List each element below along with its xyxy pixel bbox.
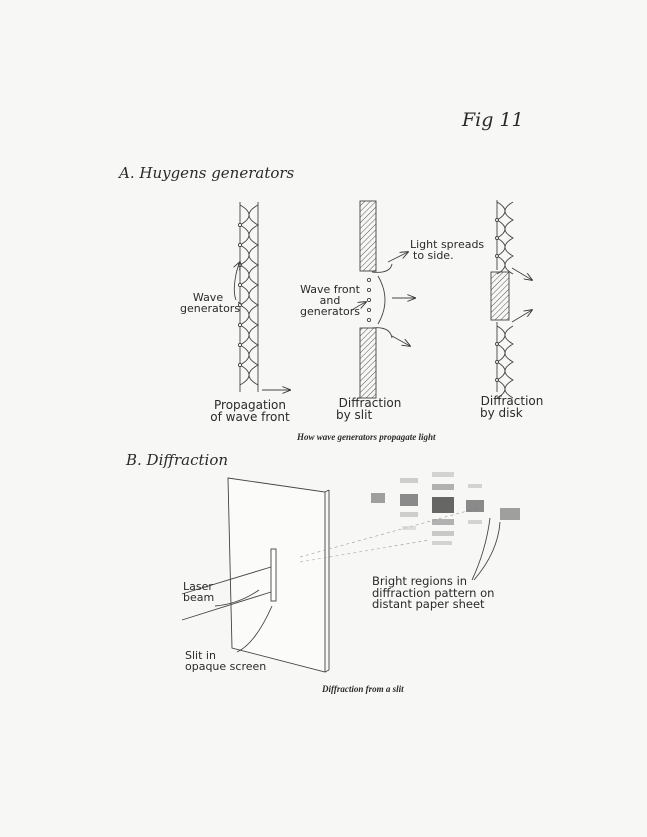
label-line: and	[319, 294, 341, 307]
huygens-wavefront-panel	[234, 202, 290, 392]
label-line: distant paper sheet	[372, 597, 485, 611]
label-line: diffraction pattern on	[372, 585, 495, 600]
slit-barrier-top	[359, 200, 377, 272]
label-line: Propagation	[214, 398, 286, 412]
leader-generators-2	[237, 301, 243, 306]
label-line: Slit in	[185, 649, 216, 662]
label-line: generators	[180, 302, 241, 315]
label-line: Light spreads	[410, 238, 485, 251]
slit-spread-bottom	[371, 327, 393, 339]
leader-wavefront	[351, 302, 366, 311]
leader-generators-1	[234, 262, 240, 301]
leader-slit	[236, 605, 273, 653]
laser-beam-2	[181, 591, 272, 621]
label-line: beam	[183, 591, 215, 604]
label-slit-screen: Slit in opaque screen	[185, 650, 266, 672]
opaque-screen	[227, 477, 326, 673]
wavelets-outer	[239, 204, 250, 386]
diffraction-scene	[181, 472, 520, 673]
label-line: generators	[299, 305, 361, 318]
disk-arrow-bottom	[511, 310, 532, 323]
leader-bright-2	[473, 521, 501, 581]
section-a-title: A. Huygens generators	[119, 164, 295, 182]
huygens-disk-panel	[490, 200, 532, 399]
label-line: Wave	[192, 291, 224, 304]
label-line: Diffraction	[338, 396, 402, 410]
label-light-spreads: Light spreads to side.	[410, 239, 484, 261]
slit-opening	[270, 548, 277, 602]
label-line: to side.	[413, 249, 454, 262]
label-line: by slit	[336, 408, 373, 422]
huygens-slit-panel	[351, 200, 415, 399]
wavelets-inner	[248, 204, 259, 386]
leader-laser	[214, 589, 260, 607]
label-line: Wave front	[300, 283, 360, 296]
label-wave-generators: Wave generators	[180, 291, 241, 315]
label-line: by disk	[480, 406, 523, 420]
label-laser-beam: Laser beam	[183, 581, 214, 603]
label-line: Laser	[183, 580, 213, 593]
section-b-title: B. Diffraction	[126, 451, 229, 469]
label-propagation: Propagation of wave front	[205, 399, 295, 423]
laser-beam-1	[181, 566, 272, 595]
label-diffraction-disk: Diffraction by disk	[472, 395, 552, 419]
slit-spread-top	[371, 263, 393, 273]
caption-b: Diffraction from a slit	[322, 684, 404, 694]
slit-wavefront	[377, 275, 386, 325]
slit-side-arrow-top	[387, 252, 408, 263]
label-diffraction-slit: Diffraction by slit	[330, 397, 410, 421]
slit-barrier-bottom	[359, 327, 377, 399]
caption-a: How wave generators propagate light	[297, 432, 436, 442]
label-line: of wave front	[210, 410, 290, 424]
slit-side-arrow-bottom	[391, 335, 410, 346]
label-line: Diffraction	[480, 394, 544, 408]
label-line: Bright regions in	[372, 574, 468, 588]
disk-arrow-top	[511, 267, 532, 280]
label-line: opaque screen	[185, 660, 267, 673]
leader-bright-1	[471, 517, 491, 581]
figure-label: Fig 11	[462, 109, 524, 131]
label-wave-front: Wave front and generators	[298, 284, 362, 317]
disk-obstacle	[490, 271, 510, 321]
diffraction-pattern	[371, 472, 520, 545]
label-bright-regions: Bright regions in diffraction pattern on…	[372, 574, 495, 611]
